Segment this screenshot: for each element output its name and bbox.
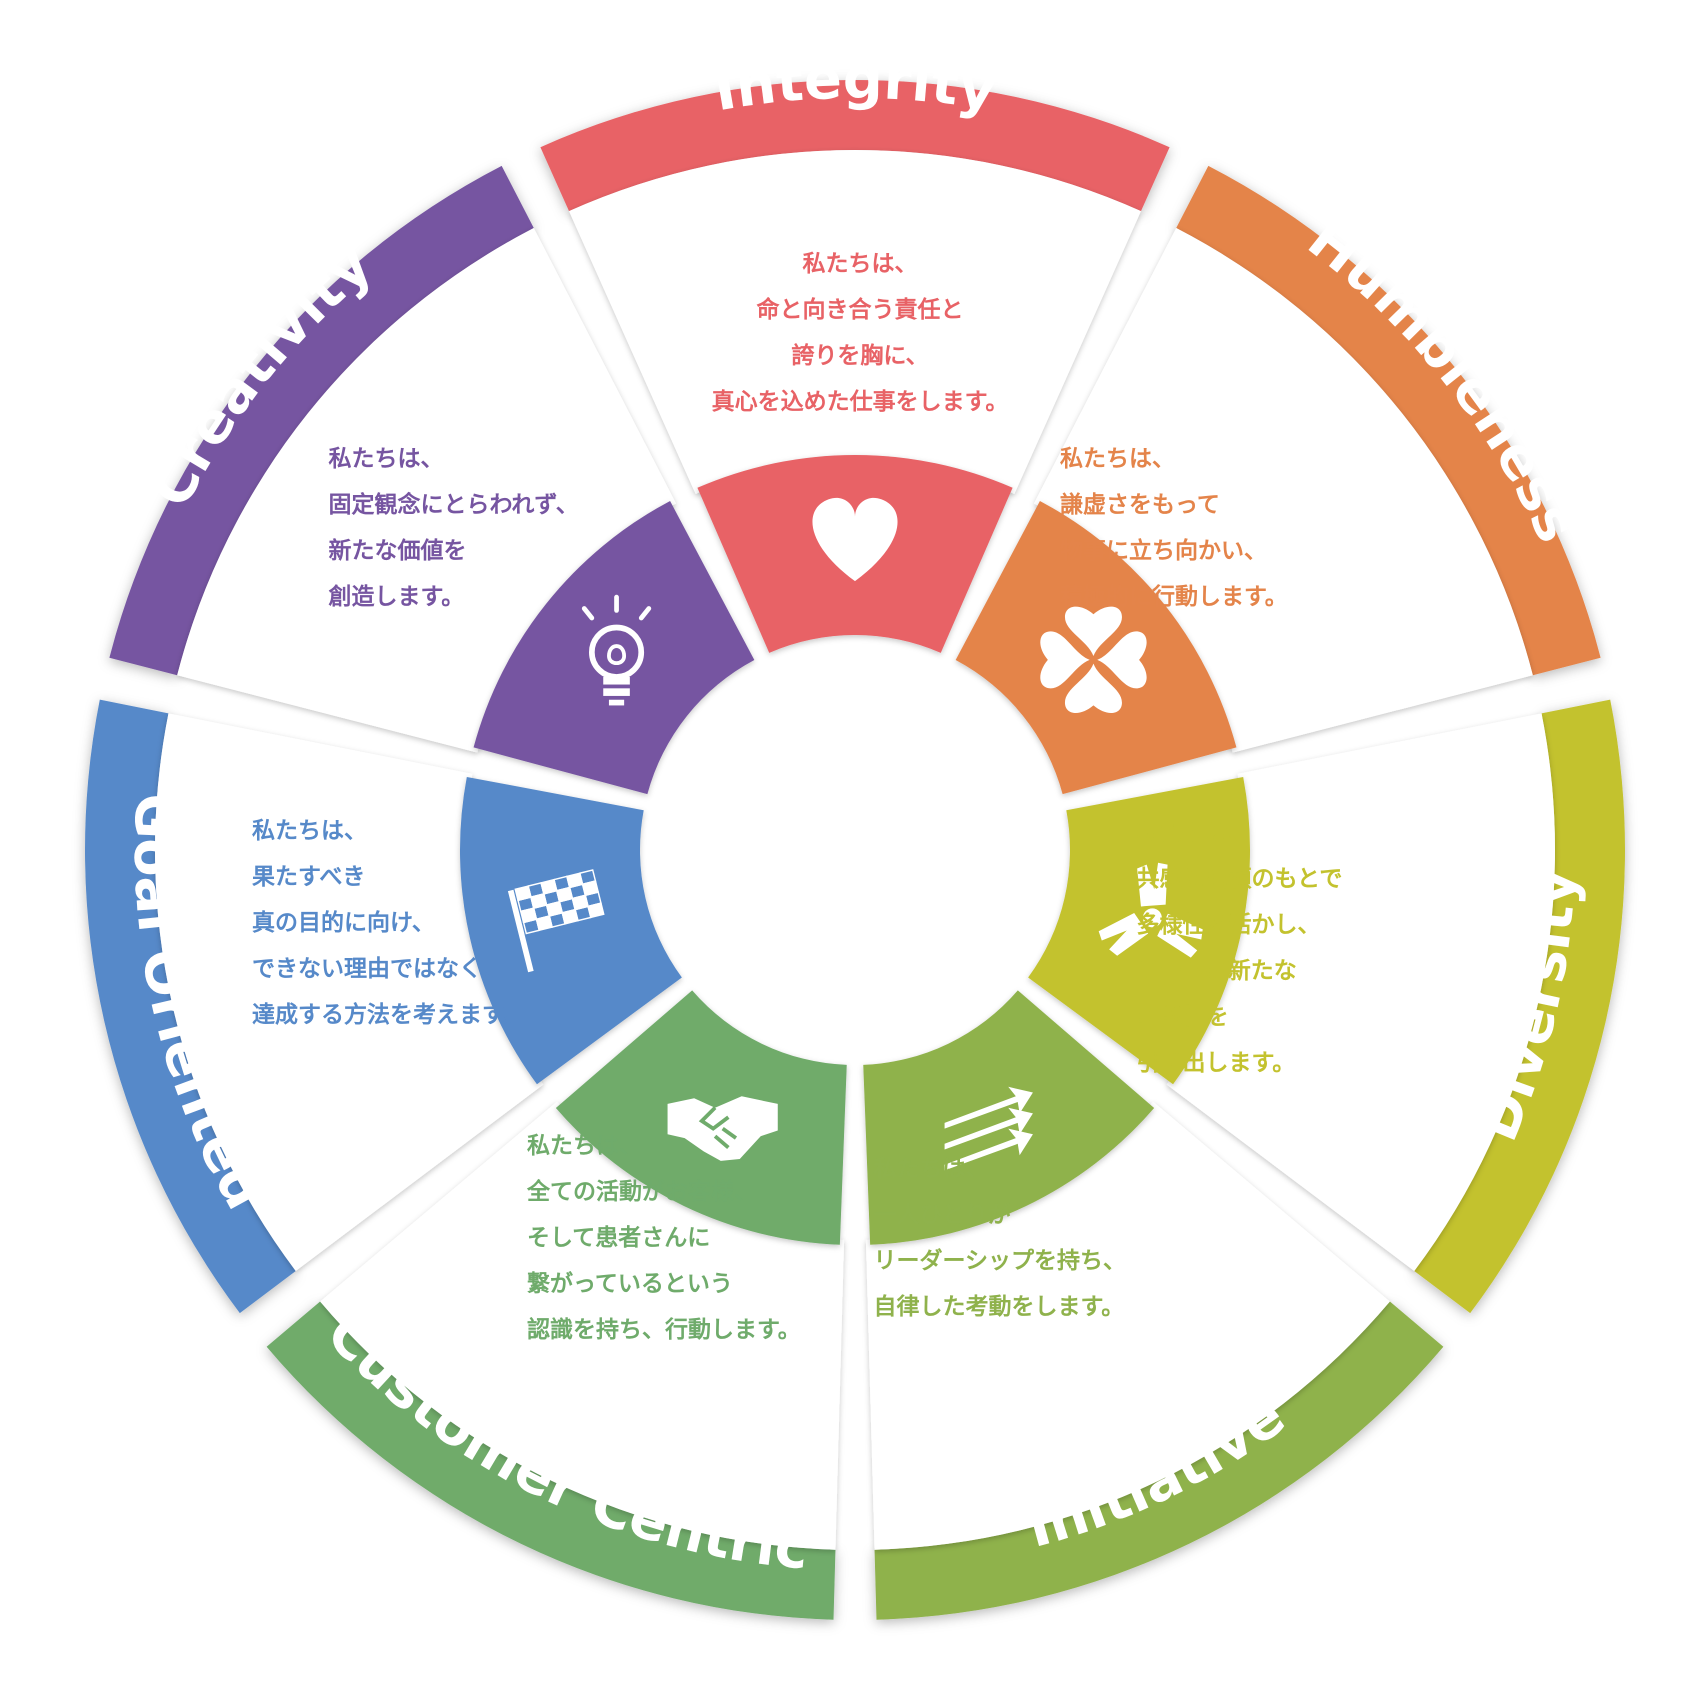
diversity-description-line: チームの新たな [1137,957,1297,984]
segment-goal-oriented: Goal Oriented私たちは、果たすべき真の目的に向け、できない理由ではな… [84,699,682,1314]
segment-customer-centric: Customer Centric私たちは、全ての活動がお客様、そして患者さんに繋… [266,990,847,1620]
humbleness-description-line: 私たちは、 [1060,446,1175,472]
checkered-flag-icon [507,869,605,973]
integrity-description-line: 誇りを胸に、 [791,342,928,369]
diversity-description-line: 多様性を活かし、 [1137,911,1321,938]
handshake-icon [667,1096,778,1161]
humbleness-description-line: 積極的に行動します。 [1060,583,1288,610]
goal-oriented-card [154,713,544,1271]
customer-centric-description: 私たちは、全ての活動がお客様、そして患者さんに繋がっているという認識を持ち、行動… [526,1133,801,1343]
customer-centric-description-line: 私たちは、 [527,1133,642,1159]
goal-oriented-description-line: できない理由ではなく、 [252,956,505,982]
creativity-band [109,165,534,676]
segment-integrity: Integrity 私たちは、命と向き合う責任と誇りを胸に、真心を込めた仕事をしま… [540,47,1170,653]
customer-centric-description-line: 認識を持ち、行動します。 [527,1316,801,1343]
integrity-band [540,79,1170,212]
customer-centric-description-line: 全ての活動がお客様、 [526,1178,757,1205]
diversity-card [1166,713,1555,1271]
diversity-description-line: 引き出します。 [1137,1050,1296,1076]
diversity-description-line: 私たちは、 [1137,820,1252,846]
goal-oriented-description-line: 私たちは、 [252,818,367,844]
humbleness-card [1033,228,1533,753]
goal-oriented-inner-block [460,776,682,1085]
segment-initiative: Initiative私たちは、一人ひとりがリーダーシップを持ち、自律した考動をし… [863,990,1444,1620]
goal-oriented-description-line: 果たすべき [252,864,365,890]
diversity-description-line: 可能性を [1137,1003,1229,1030]
integrity-description-line: 命と向き合う責任と [757,296,964,323]
initiative-description-line: 私たちは、 [874,1156,989,1182]
customer-centric-description-line: 繋がっているという [527,1270,733,1297]
goal-oriented-description-line: 真の目的に向け、 [252,909,435,936]
initiative-description-line: 自律した考動をします。 [874,1293,1125,1320]
goal-oriented-description: 私たちは、果たすべき真の目的に向け、できない理由ではなく、達成する方法を考えます… [252,818,526,1028]
creativity-description-line: 新たな価値を [329,537,467,564]
initiative-band [874,1301,1444,1620]
diversity-description-line: 共感と信頼のもとで [1137,865,1343,892]
creativity-description-line: 固定観念にとらわれず、 [329,491,579,518]
integrity-description-line: 真心を込めた仕事をします。 [712,388,1009,415]
humbleness-band [1176,165,1601,676]
diversity-band [1414,699,1625,1314]
goal-oriented-description-line: 達成する方法を考えます。 [252,1001,526,1028]
humbleness-description-line: 物事に立ち向かい、 [1060,537,1267,564]
lightbulb-icon [581,594,652,706]
customer-centric-band [266,1301,836,1620]
integrity-description-line: 私たちは、 [803,251,918,277]
creativity-description-line: 私たちは、 [329,446,444,472]
creativity-card [177,228,677,753]
initiative-description-line: 一人ひとりが [874,1201,1011,1228]
integrity-card [569,149,1141,495]
heart-icon [812,497,898,582]
humbleness-description-line: 謙虚さをもって [1060,491,1220,518]
customer-centric-description-line: そして患者さんに [527,1224,710,1251]
segment-diversity: Diversity私たちは、共感と信頼のもとで多様性を活かし、チームの新たな可能… [1028,699,1625,1314]
initiative-description-line: リーダーシップを持ち、 [874,1247,1127,1274]
creativity-description-line: 創造します。 [329,584,465,610]
initiative-inner-block [863,990,1155,1245]
arrows-icon [944,1086,1033,1171]
clover-icon [1040,606,1147,714]
joined-hands-icon [1098,862,1203,958]
integrity-label: Integrity [709,47,1000,124]
goal-oriented-band [84,699,296,1314]
